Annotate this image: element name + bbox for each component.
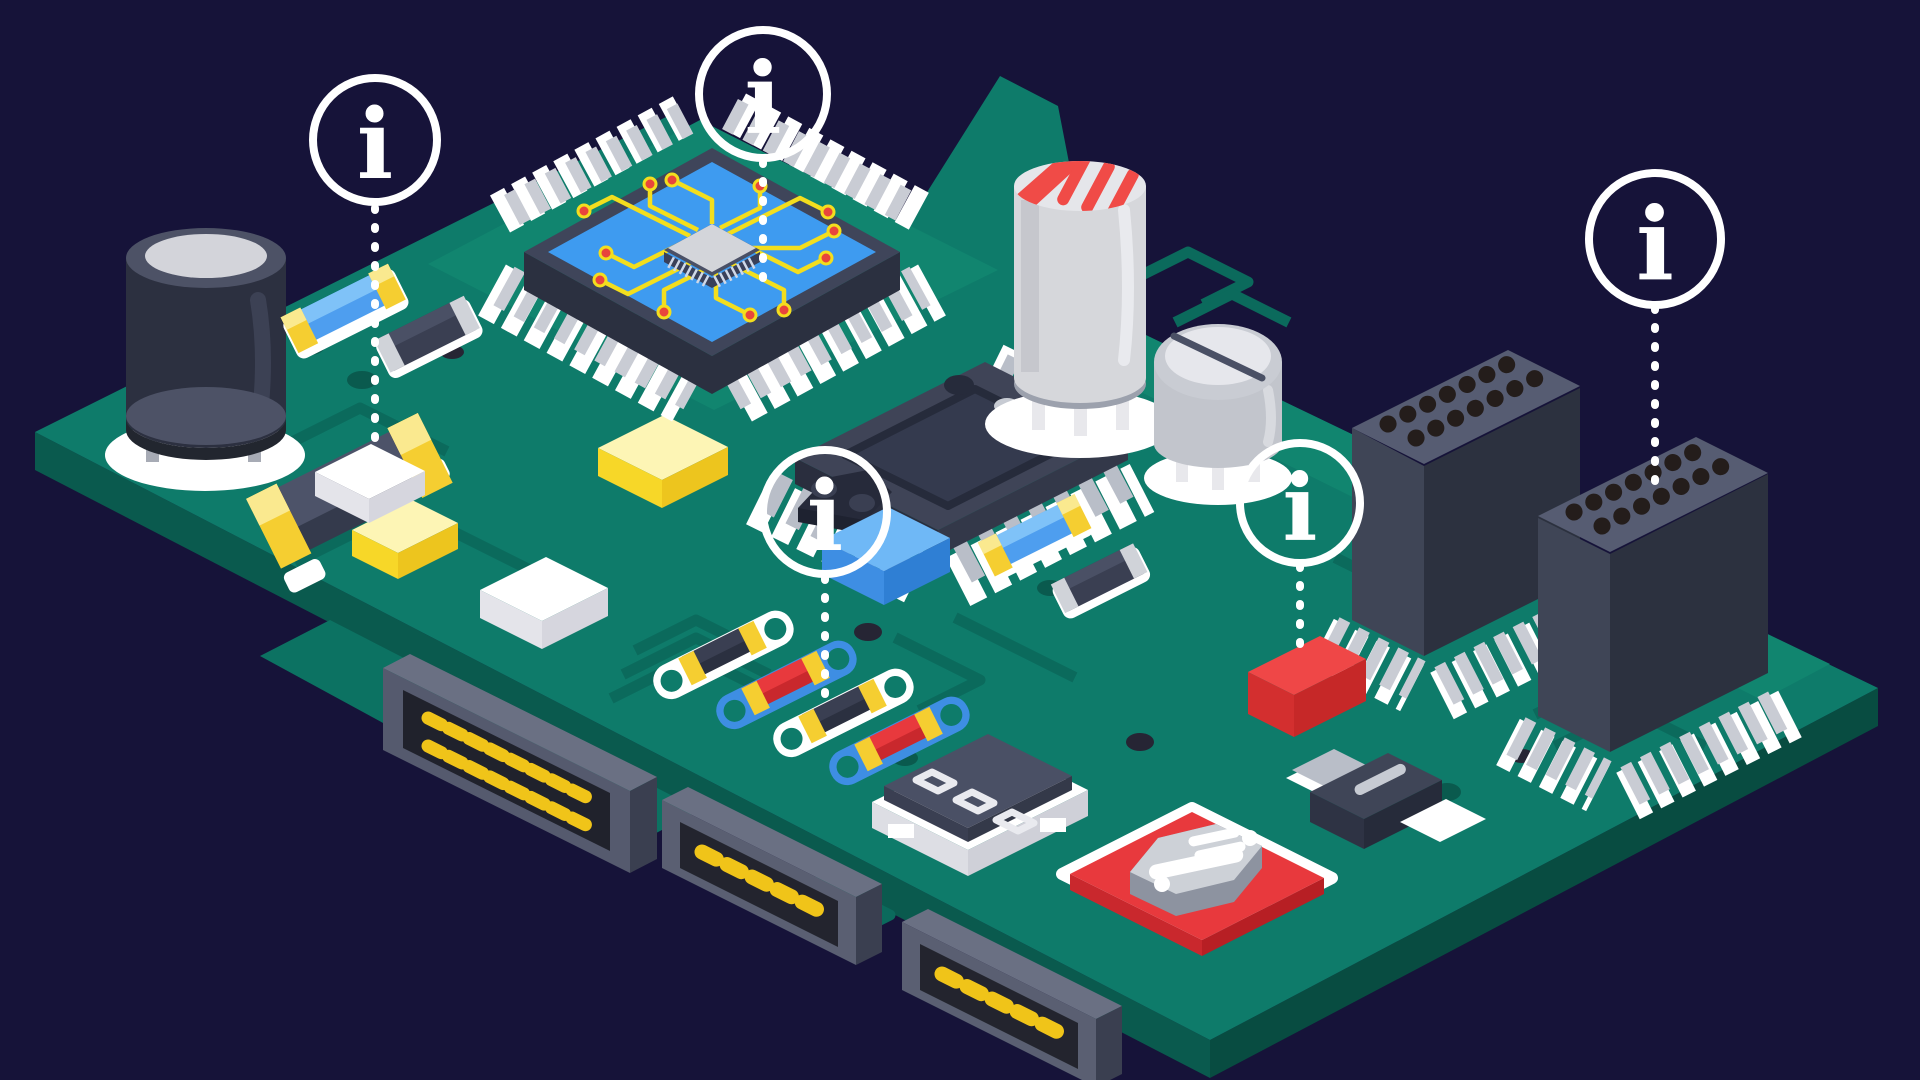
connector-front xyxy=(1352,428,1424,656)
white-smd-resistor-large xyxy=(480,557,608,649)
info-glyph: i xyxy=(1636,185,1674,303)
white-smd-resistor-small xyxy=(315,444,425,523)
jumper-front xyxy=(1248,672,1294,737)
display-face xyxy=(884,734,1072,828)
capacitor-top xyxy=(145,234,267,278)
axial-diode-row xyxy=(653,610,970,786)
connector-side xyxy=(1610,474,1768,752)
transistor-tab xyxy=(1292,749,1370,788)
smd-group-top-left xyxy=(280,263,483,378)
connector-pins-yellow xyxy=(421,711,599,835)
info-circle-icon[interactable] xyxy=(309,74,441,206)
cpu-pins xyxy=(493,98,931,410)
axial-diode-red-1 xyxy=(716,640,857,730)
cpu-core-die xyxy=(664,224,760,288)
jumper-side xyxy=(1294,659,1366,737)
blue-module xyxy=(822,507,950,605)
trimmer-potentiometer xyxy=(1144,324,1292,505)
yellow-film-capacitor-small xyxy=(352,500,458,579)
housing-end xyxy=(630,777,657,873)
cpu-body-side xyxy=(524,252,900,394)
connector-pins xyxy=(1506,689,1792,805)
soic-hole-dark xyxy=(944,375,974,395)
board-side-right xyxy=(1210,688,1878,1078)
smd-chip-small xyxy=(374,295,483,378)
info-glyph: i xyxy=(807,460,843,573)
info-circle-icon[interactable] xyxy=(695,26,831,162)
info-glyph: i xyxy=(357,88,393,201)
housing-top xyxy=(383,654,657,791)
yellow-film-capacitor-large xyxy=(598,415,728,508)
capacitor-body xyxy=(1014,186,1146,403)
pin-socket-connector-1 xyxy=(1310,349,1608,720)
edge-connector-dual-row xyxy=(383,654,657,873)
cpu-trace-dots xyxy=(576,172,842,323)
info-hotspot-smd-capacitor[interactable]: i xyxy=(309,74,441,491)
housing-top xyxy=(902,909,1122,1019)
jumper-top xyxy=(1248,636,1366,695)
display-digits xyxy=(912,768,1038,835)
connector-front xyxy=(1538,518,1610,752)
pot-slot xyxy=(1170,332,1266,382)
smd-chip-small xyxy=(1050,543,1151,619)
pin-header-5pin-1 xyxy=(662,787,882,965)
info-circle-icon[interactable] xyxy=(759,446,891,578)
connector-pins-yellow xyxy=(694,844,828,919)
capacitor-ring xyxy=(126,387,286,445)
pin-header-5pin-2 xyxy=(902,909,1122,1080)
pin-socket-connector-2 xyxy=(1496,436,1802,820)
microprocessor xyxy=(478,93,946,422)
jumper-block-red xyxy=(1248,636,1366,737)
housing-top xyxy=(662,787,882,897)
electrolytic-capacitor-light xyxy=(985,161,1175,458)
capacitor-base xyxy=(126,418,286,460)
smd-group-right-middle xyxy=(977,494,1151,619)
info-glyph: i xyxy=(1283,454,1318,562)
info-hotspot-microprocessor[interactable]: i xyxy=(695,26,831,296)
connector-pins-yellow xyxy=(934,966,1068,1041)
ic-module-octagon xyxy=(1056,802,1338,956)
octagon-logo xyxy=(1148,827,1258,892)
axial-diode-red-2 xyxy=(829,696,970,786)
axial-diode-black-1 xyxy=(653,610,794,700)
info-hotspot-jumper[interactable]: i xyxy=(1236,439,1364,658)
housing-end xyxy=(1096,1006,1122,1080)
hotspots-layer: i i i i i xyxy=(309,26,1725,702)
connector-holes xyxy=(1379,349,1557,447)
info-glyph: i xyxy=(744,42,781,157)
info-hotspot-diode[interactable]: i xyxy=(759,446,891,702)
power-transistor xyxy=(1286,749,1486,849)
connector-holes xyxy=(1565,436,1745,535)
info-hotspot-connector[interactable]: i xyxy=(1585,169,1725,492)
smd-capacitor-blue-small xyxy=(977,494,1094,580)
info-circle-icon[interactable] xyxy=(1585,169,1725,309)
electrolytic-capacitor-dark xyxy=(105,228,305,491)
info-circle-icon[interactable] xyxy=(1236,439,1364,567)
seven-segment-display xyxy=(872,734,1088,876)
soic-side-right xyxy=(938,434,1128,556)
axial-diode-black-2 xyxy=(773,668,914,758)
housing-end xyxy=(856,884,882,965)
